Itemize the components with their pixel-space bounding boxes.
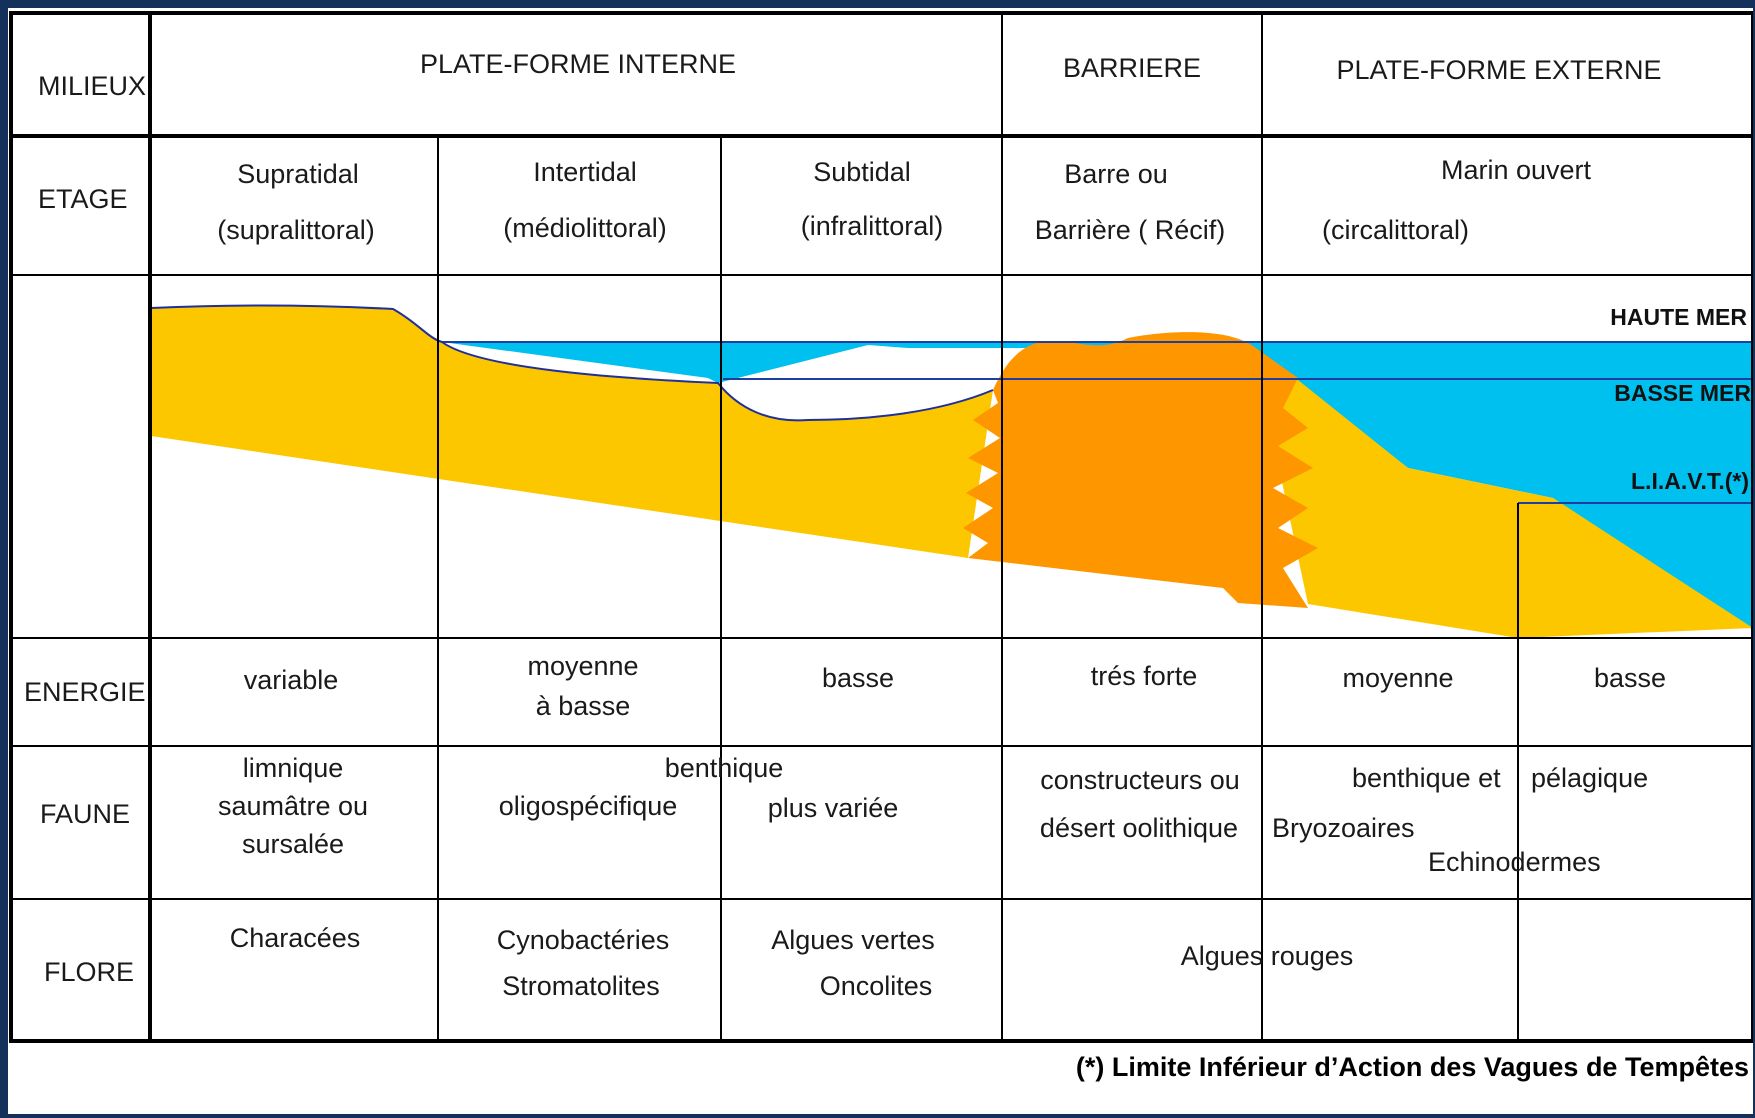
etage-supratidal-name: Supratidal (237, 158, 359, 190)
etage-subtidal-sub: (infralittoral) (801, 210, 944, 242)
flore-intertidal-1: Cynobactéries (497, 924, 670, 956)
energie-supratidal: variable (244, 664, 339, 696)
faune-supratidal-2: saumâtre ou (218, 790, 368, 822)
faune-benthique-et: benthique et (1352, 762, 1501, 794)
etage-barre-name: Barre ou (1064, 158, 1168, 190)
faune-supratidal-1: limnique (243, 752, 344, 784)
row-header-energie: ENERGIE (24, 676, 146, 708)
reef-barrier (963, 332, 1318, 608)
faune-barriere-1: constructeurs ou (1040, 764, 1240, 796)
level-basse-mer: BASSE MER (1614, 380, 1751, 407)
energie-barriere: trés forte (1091, 660, 1198, 692)
faune-pelagique: pélagique (1531, 762, 1648, 794)
level-liavt: L.I.A.V.T.(*) (1631, 468, 1749, 495)
faune-bryozoaires: Bryozoaires (1272, 812, 1415, 844)
etage-intertidal-name: Intertidal (533, 156, 637, 188)
milieu-barriere: BARRIERE (1063, 52, 1201, 84)
etage-subtidal-name: Subtidal (813, 156, 911, 188)
milieu-interne: PLATE-FORME INTERNE (420, 48, 736, 80)
faune-plus-variee: plus variée (768, 792, 899, 824)
etage-marin-name: Marin ouvert (1441, 154, 1591, 186)
milieu-externe: PLATE-FORME EXTERNE (1336, 54, 1661, 86)
faune-barriere-2: désert oolithique (1040, 812, 1238, 844)
flore-subtidal-1: Algues vertes (771, 924, 935, 956)
diagram-sheet: MILIEUX ETAGE ENERGIE FAUNE FLORE PLATE-… (8, 8, 1753, 1114)
energie-subtidal: basse (822, 662, 894, 694)
row-header-milieux: MILIEUX (38, 70, 146, 102)
row-header-faune: FAUNE (40, 798, 130, 830)
flore-subtidal-2: Oncolites (820, 970, 933, 1002)
flore-algues-rouges: Algues rouges (1181, 940, 1354, 972)
energie-externe-2: basse (1594, 662, 1666, 694)
etage-supratidal-sub: (supralittoral) (217, 214, 375, 246)
energie-intertidal-2: à basse (536, 690, 631, 722)
row-header-flore: FLORE (44, 956, 134, 988)
etage-barre-sub: Barrière ( Récif) (1035, 214, 1226, 246)
faune-supratidal-3: sursalée (242, 828, 344, 860)
energie-externe-1: moyenne (1342, 662, 1453, 694)
flore-intertidal-2: Stromatolites (502, 970, 660, 1002)
faune-benthique: benthique (665, 752, 784, 784)
energie-intertidal-1: moyenne (527, 650, 638, 682)
flore-supratidal: Characées (230, 922, 361, 954)
etage-intertidal-sub: (médiolittoral) (503, 212, 667, 244)
row-header-etage: ETAGE (38, 183, 128, 215)
etage-marin-sub: (circalittoral) (1322, 214, 1469, 246)
faune-echinodermes: Echinodermes (1428, 846, 1601, 878)
level-haute-mer: HAUTE MER (1610, 304, 1747, 331)
footnote: (*) Limite Inférieur d’Action des Vagues… (1076, 1052, 1749, 1083)
faune-oligospecifique: oligospécifique (499, 790, 678, 822)
